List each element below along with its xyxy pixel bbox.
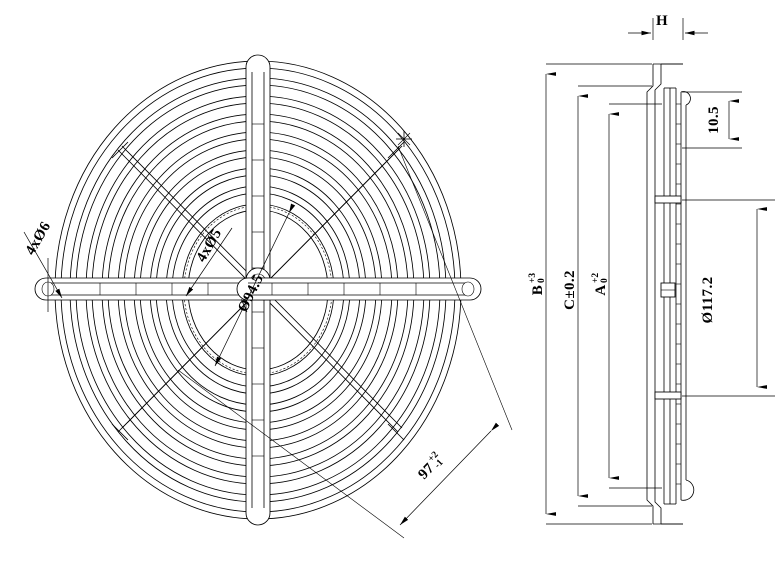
side-hub-block [660,282,676,298]
dim-label-A-base: A [593,284,609,295]
side-ring-ticks [676,103,681,485]
dim-label-105: 10.5 [706,106,722,134]
side-mounting-tab-upper [654,195,682,204]
side-mounting-tab-lower [654,391,682,400]
dim-line-H [628,18,708,40]
dim-line-97 [177,145,513,539]
dim-label-97-group: 97 +2 -1 [415,450,445,483]
dim-line-B [545,63,652,525]
dim-line-D1172 [682,199,775,397]
side-section-view: H B +3 0 C±0.2 A +2 [528,13,775,525]
dim-line-C [577,85,652,507]
dim-label-B-tol-lower: 0 [537,278,547,283]
dim-label-H: H [656,13,668,29]
dim-line-D945 [214,203,296,367]
dim-leader-4xD6 [23,231,63,312]
dim-label-B-group: B +3 0 [528,273,547,296]
dim-label-A-group: A +2 0 [591,273,610,296]
dim-line-105 [682,91,742,149]
dim-label-A-tol-upper: +2 [591,273,601,283]
dim-label-D1172: Ø117.2 [700,277,716,324]
dim-label-B-tol-upper: +3 [528,273,538,283]
dim-label-A-tol-lower: 0 [600,278,610,283]
mounting-tab-right [236,277,482,301]
dim-label-B-base: B [530,285,546,295]
dim-label-C: C±0.2 [562,270,578,310]
reference-cross-mark [396,131,412,147]
front-view: 4xØ6 4xØ5 Ø94.5 97 +2 -1 [23,54,513,539]
dim-line-A [608,103,662,489]
